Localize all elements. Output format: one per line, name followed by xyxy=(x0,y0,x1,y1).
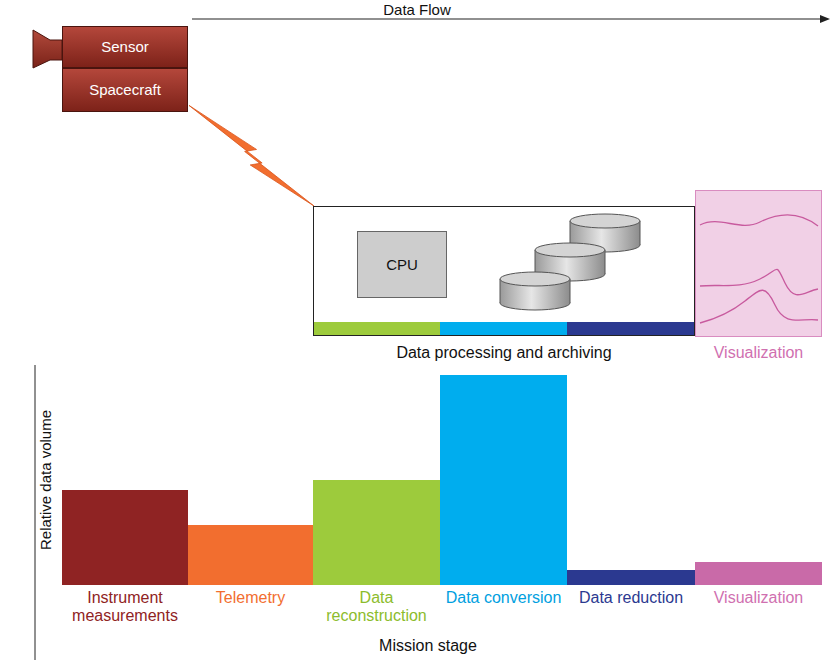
plot-curves xyxy=(700,215,818,323)
volume-bar: Visualization xyxy=(695,562,822,585)
stage-strip xyxy=(440,322,567,335)
radio-link-bolt xyxy=(189,105,314,206)
flow-arrow-line xyxy=(192,18,821,19)
box-label: Spacecraft xyxy=(89,81,161,98)
flow-label: Data Flow xyxy=(383,1,451,18)
box-label: CPU xyxy=(386,256,418,273)
cpu-box: CPU xyxy=(357,231,447,298)
stage-strip xyxy=(314,322,440,335)
stage-label: Data conversion xyxy=(440,589,567,607)
visualization-panel: Visualization xyxy=(695,190,822,337)
stage-label: Data processing and archiving xyxy=(314,344,694,362)
disk xyxy=(500,272,570,310)
box-label: Sensor xyxy=(101,38,149,55)
stage-label: Visualization xyxy=(695,344,822,362)
flow-arrowhead xyxy=(820,15,830,23)
volume-bar: Data conversion xyxy=(440,375,567,585)
volume-bar: Instrument measurements xyxy=(62,490,188,585)
stage-label: Instrument measurements xyxy=(62,589,188,626)
sensor-aperture xyxy=(33,30,62,68)
stage-strip xyxy=(567,322,694,335)
axis-title: Relative data volume xyxy=(37,410,54,550)
volume-bar: Telemetry xyxy=(188,525,313,585)
stage-label: Telemetry xyxy=(188,589,313,607)
axis-title: Mission stage xyxy=(379,637,477,655)
visualization-panel-fill xyxy=(695,190,822,337)
stage-label: Data reduction xyxy=(567,589,695,607)
spacecraft-box: Spacecraft xyxy=(62,68,188,112)
stage-label: Data reconstruction xyxy=(313,589,440,626)
stage-label: Visualization xyxy=(695,589,822,607)
volume-bar: Data reduction xyxy=(567,570,695,585)
y-axis xyxy=(35,365,36,660)
volume-bar: Data reconstruction xyxy=(313,480,440,585)
sensor-box: Sensor xyxy=(62,26,188,68)
disk-stack xyxy=(500,214,640,310)
processing-box: CPUData processing and archiving xyxy=(313,206,695,336)
